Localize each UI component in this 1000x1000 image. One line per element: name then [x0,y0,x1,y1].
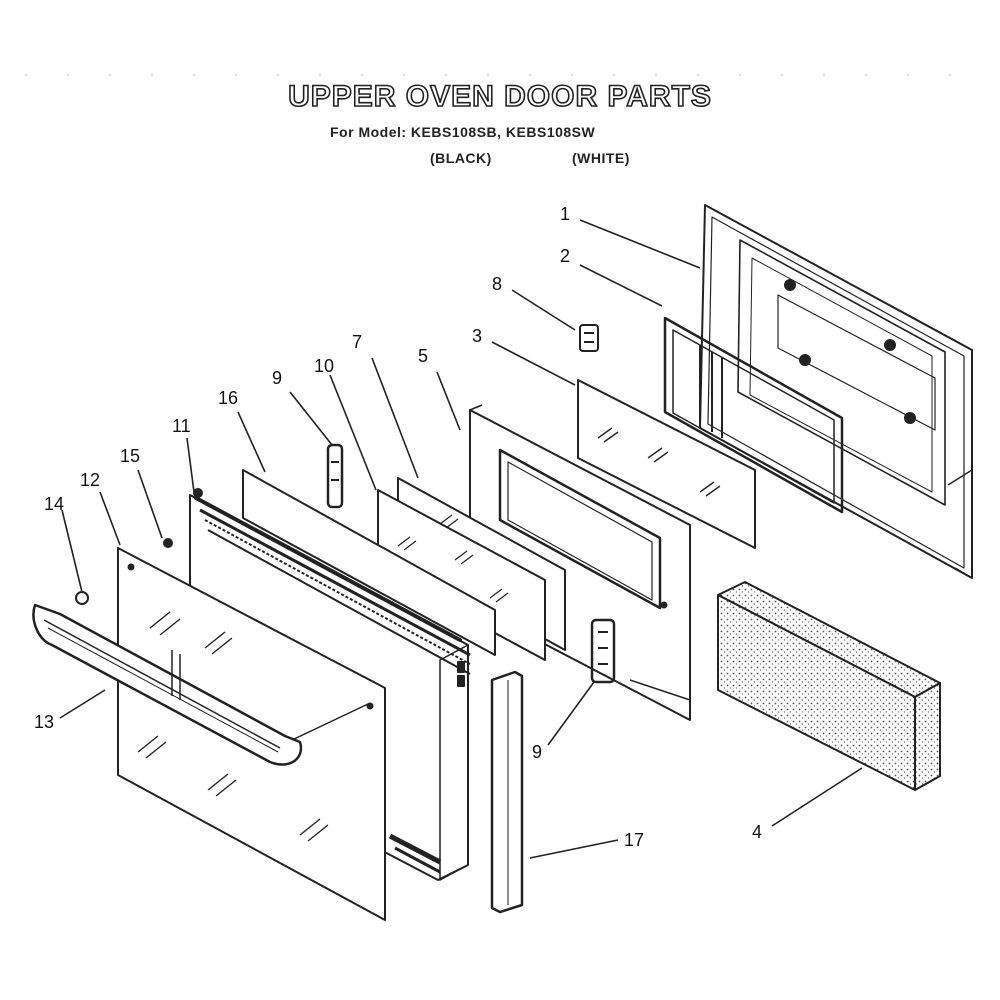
part-1-inner-door-panel [699,204,973,579]
callout-17: 17 [624,830,644,850]
callout-7: 7 [352,332,362,352]
callout-10: 10 [314,356,334,376]
part-14-screw [75,591,89,605]
part-8-clip [579,324,599,352]
color-black-label: (BLACK) [430,150,492,166]
callout-11: 11 [172,416,191,436]
callout-4: 4 [752,822,762,842]
callout-8: 8 [492,274,502,294]
callout-13: 13 [34,712,54,732]
part-3-glass [577,379,756,549]
part-9-hinge-upper [326,443,344,509]
diagram-title: UPPER OVEN DOOR PARTS [287,79,712,114]
callout-12: 12 [80,470,100,490]
callout-3: 3 [472,326,482,346]
color-white-label: (WHITE) [572,150,630,166]
callout-1: 1 [560,204,570,224]
callout-14: 14 [44,494,64,514]
part-4-insulation [717,581,941,791]
part-15-screw [163,538,173,548]
callout-15: 15 [120,446,140,466]
part-13-handle [32,603,369,766]
part-9-hinge-lower [590,618,616,684]
callout-9-upper: 9 [272,368,282,388]
callout-9-lower: 9 [532,742,542,762]
callout-numbers: 1 2 8 3 5 7 10 9 16 11 15 12 14 13 9 17 … [34,204,762,850]
callout-5: 5 [418,346,428,366]
leader-lines [59,219,863,859]
part-16-baffle [242,469,496,656]
callout-16: 16 [218,388,238,408]
part-10-glass-pane [377,489,546,661]
part-2-gasket [663,316,844,514]
callout-2: 2 [560,246,570,266]
model-line: For Model: KEBS108SB, KEBS108SW [330,124,596,140]
part-17-trim-strip [490,670,524,914]
